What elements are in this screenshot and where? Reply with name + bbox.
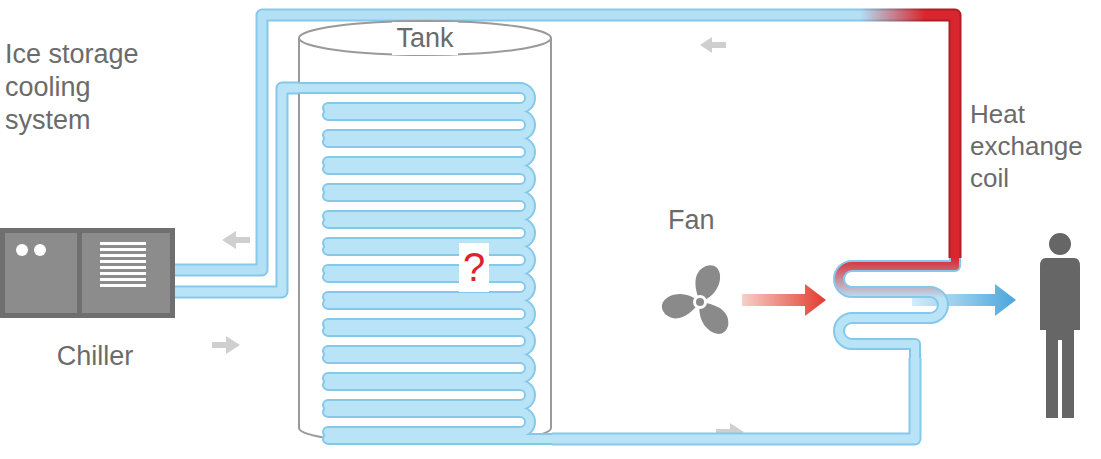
tank-rim — [299, 21, 551, 55]
tank-label: Tank — [392, 22, 457, 55]
chiller-vent — [100, 242, 146, 245]
pipe-core — [552, 358, 915, 439]
pipe-core — [175, 88, 298, 292]
system-title: Ice storage cooling system — [5, 38, 177, 137]
pipe-connector — [552, 358, 915, 439]
coil-tube — [839, 258, 955, 358]
coil-outline — [839, 258, 955, 358]
chiller-panel — [5, 233, 77, 313]
heat-exchange-coil: Heat exchange coil — [830, 258, 960, 358]
pipe-outline — [552, 358, 915, 439]
tank-wall — [299, 38, 551, 444]
person-silhouette — [1040, 233, 1080, 418]
pipe-outline — [175, 88, 298, 292]
chiller-dot — [16, 244, 28, 256]
coil-label: Heat exchange coil — [970, 98, 1095, 194]
warm-air-arrow — [742, 284, 826, 316]
chiller-unit-shape — [0, 228, 175, 318]
chiller-body — [0, 228, 175, 318]
chiller-vent — [100, 278, 146, 281]
pipe-core — [175, 15, 955, 270]
chiller-vent — [100, 284, 146, 287]
chiller-unit: Chiller — [0, 228, 175, 318]
chiller-dot — [34, 244, 46, 256]
pipe-connector — [175, 15, 955, 270]
storage-tank-shape — [298, 18, 552, 445]
pipe-connector — [175, 88, 298, 292]
chiller-vent — [100, 254, 146, 257]
fan-label: Fan — [668, 204, 715, 237]
chiller-vent — [100, 272, 146, 275]
chiller-panel — [82, 233, 170, 313]
heat-exchange-coil-shape — [830, 258, 960, 358]
chiller-vent — [100, 260, 146, 263]
chiller-label: Chiller — [30, 340, 160, 373]
unknown-mark: ? — [459, 243, 489, 292]
fan-icon — [658, 265, 734, 337]
tank-coil-outline — [298, 88, 552, 439]
pipe-outline — [175, 15, 955, 270]
chiller-vent — [100, 266, 146, 269]
chiller-vent — [100, 248, 146, 251]
storage-tank: Tank? — [298, 18, 552, 445]
tank-coil — [298, 88, 552, 439]
